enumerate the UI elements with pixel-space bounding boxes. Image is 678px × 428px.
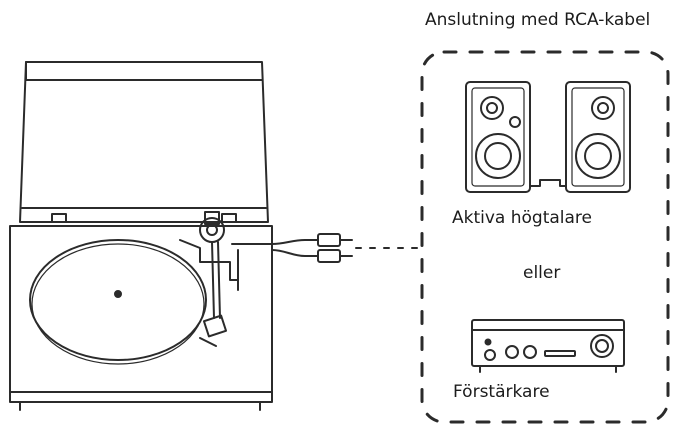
amplifier	[471, 319, 625, 373]
active-speakers	[465, 81, 631, 193]
rca-cable	[271, 233, 419, 263]
turntable-base	[9, 225, 273, 403]
active-speakers-label: Aktiva högtalare	[452, 208, 593, 228]
or-label: eller	[523, 263, 561, 283]
turntable	[9, 61, 273, 411]
output-group-border	[420, 50, 670, 424]
turntable-tonearm	[179, 211, 239, 347]
diagram-title: Anslutning med RCA-kabel	[425, 10, 651, 30]
turntable-lid	[19, 61, 269, 223]
amplifier-label: Förstärkare	[453, 382, 550, 402]
turntable-platter	[29, 239, 207, 361]
